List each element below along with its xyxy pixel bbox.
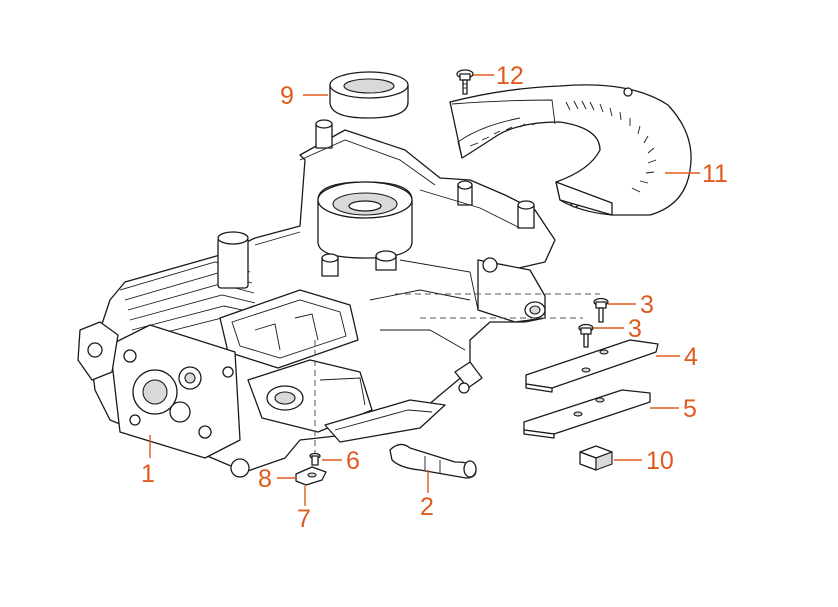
block-10 — [579, 445, 613, 471]
callout-7: 7 — [297, 505, 311, 533]
callout-1: 1 — [141, 460, 155, 488]
callout-11: 11 — [702, 160, 728, 188]
callout-2: 2 — [420, 493, 434, 521]
callout-3-upper: 3 — [640, 291, 654, 319]
callout-10: 10 — [646, 447, 674, 475]
leader-lines — [149, 74, 700, 506]
screw-6 — [309, 452, 321, 466]
callout-5: 5 — [683, 395, 697, 423]
clip-8 — [295, 466, 327, 486]
crankcase-block — [77, 119, 600, 478]
bolt-3-lower — [578, 323, 594, 348]
blower-shroud — [449, 84, 692, 216]
plate-4 — [525, 339, 659, 393]
hose-2 — [389, 443, 477, 479]
callout-9: 9 — [280, 82, 294, 110]
callout-12: 12 — [496, 62, 524, 90]
callout-labels: 1 2 3 3 4 5 6 7 8 9 10 11 12 — [141, 62, 728, 533]
callout-6: 6 — [346, 447, 360, 475]
bolt-3-upper — [593, 297, 609, 323]
bolt-12 — [456, 69, 474, 95]
plate-5 — [523, 389, 651, 439]
callout-8: 8 — [258, 465, 272, 493]
callout-3-lower: 3 — [628, 315, 642, 343]
callout-4: 4 — [684, 343, 698, 371]
seal-ring — [329, 71, 409, 119]
